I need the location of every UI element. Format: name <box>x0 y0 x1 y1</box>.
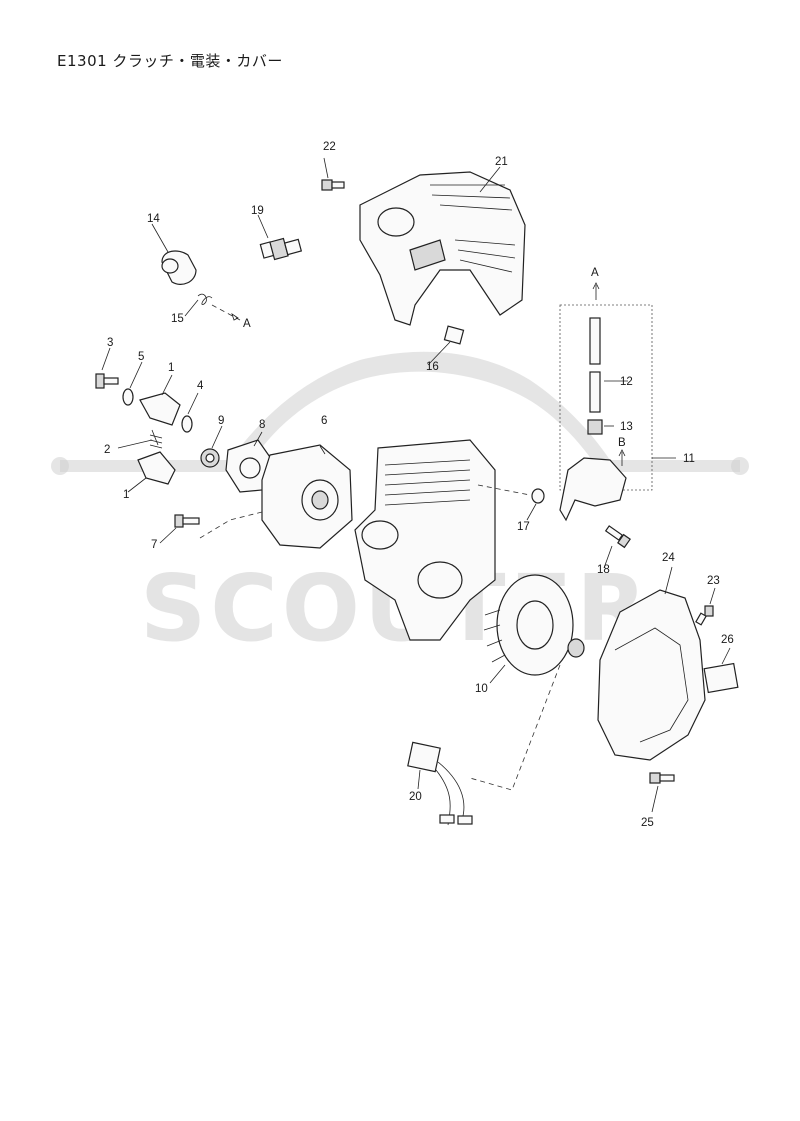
engine-block <box>354 439 496 641</box>
part-11-ignition-group[interactable] <box>559 304 653 522</box>
callout-13: 13 <box>620 421 633 433</box>
callout-8: 8 <box>259 419 265 431</box>
part-1-clutch-shoe-lower[interactable] <box>137 451 176 485</box>
callout-18: 18 <box>597 564 610 576</box>
callout-14: 14 <box>147 213 160 225</box>
part-8-gasket[interactable] <box>225 439 273 493</box>
callout-6: 6 <box>321 415 327 427</box>
part-3-bolt[interactable] <box>95 373 119 389</box>
page-title: E1301 クラッチ・電装・カバー <box>57 52 283 70</box>
part-2-spring[interactable] <box>149 429 163 449</box>
part-1-clutch-shoe-upper[interactable] <box>139 392 181 426</box>
part-24-side-cover[interactable] <box>597 589 706 761</box>
callout-21: 21 <box>495 156 508 168</box>
part-17-nut[interactable] <box>531 488 545 504</box>
part-15-spring[interactable] <box>197 293 213 306</box>
callout-4: 4 <box>197 380 204 392</box>
ref-a-2: A <box>591 267 599 279</box>
part-6-clutch-housing[interactable] <box>261 444 353 549</box>
callout-11: 11 <box>683 453 695 465</box>
part-14-plug-cap[interactable] <box>161 250 197 285</box>
part-flywheel-nut <box>567 638 585 658</box>
callout-9: 9 <box>218 415 224 427</box>
part-9-bushing[interactable] <box>200 448 220 468</box>
callout-12: 12 <box>620 376 633 388</box>
part-10-flywheel[interactable] <box>483 574 574 676</box>
callout-15: 15 <box>171 313 184 325</box>
part-18-bolt[interactable] <box>604 525 631 549</box>
callout-10: 10 <box>475 683 488 695</box>
part-21-cover[interactable] <box>359 171 526 326</box>
part-23-screw[interactable] <box>695 605 714 626</box>
callout-7: 7 <box>151 539 157 551</box>
callout-22: 22 <box>323 141 336 153</box>
ref-a-1: A <box>243 318 251 330</box>
callout-16: 16 <box>426 361 439 373</box>
callout-25: 25 <box>641 817 654 829</box>
part-4-washer[interactable] <box>181 415 193 433</box>
callout-5: 5 <box>138 351 144 363</box>
callout-1-bottom: 1 <box>123 489 129 501</box>
part-25-bolt[interactable] <box>649 772 675 784</box>
part-5-washer[interactable] <box>122 388 134 406</box>
callout-24: 24 <box>662 552 675 564</box>
callout-1-top: 1 <box>168 362 174 374</box>
callout-3: 3 <box>107 337 113 349</box>
callout-labels: 22 21 14 19 15 A 16 3 5 1 4 2 1 9 8 6 7 … <box>104 141 734 829</box>
callout-17: 17 <box>517 521 530 533</box>
part-7-bolt[interactable] <box>174 514 200 528</box>
callout-23: 23 <box>707 575 720 587</box>
part-16-nut[interactable] <box>443 325 465 345</box>
callout-20: 20 <box>409 791 422 803</box>
part-26-label[interactable] <box>703 662 739 694</box>
callout-26: 26 <box>721 634 734 646</box>
ref-b: B <box>618 437 626 449</box>
part-19-spark-plug[interactable] <box>259 237 303 261</box>
part-20-switch[interactable] <box>407 741 473 826</box>
callout-2: 2 <box>104 444 110 456</box>
part-22-bolt[interactable] <box>321 179 345 191</box>
callout-19: 19 <box>251 205 264 217</box>
leader-lines <box>101 157 731 813</box>
